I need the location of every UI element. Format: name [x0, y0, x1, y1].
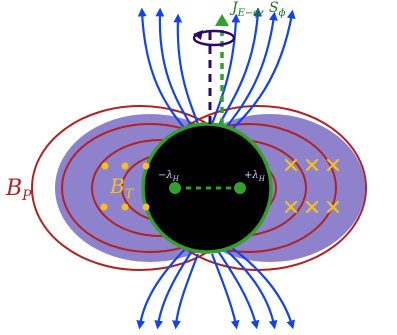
toroidal-crosses-right — [284, 158, 340, 214]
cross-into-page-icon — [326, 200, 340, 214]
toroidal-dots-left — [100, 162, 150, 211]
jet-flux-label: JE−ϕ, Sϕ — [229, 0, 286, 19]
field-line — [155, 7, 193, 128]
charge-left-dot — [169, 182, 181, 194]
dot-out-of-page-icon — [142, 162, 150, 170]
field-line — [217, 7, 263, 128]
cross-into-page-icon — [326, 158, 340, 172]
cross-into-page-icon — [284, 200, 298, 214]
toroidal-field-label: BT — [109, 174, 135, 202]
cross-into-page-icon — [305, 200, 319, 214]
field-lines-top — [137, 7, 296, 134]
dot-out-of-page-icon — [100, 203, 108, 211]
field-line — [154, 250, 193, 330]
field-line — [173, 13, 200, 125]
charge-right-label: +λH — [244, 170, 266, 183]
field-line — [137, 7, 187, 131]
cross-into-page-icon — [284, 158, 298, 172]
field-line — [223, 247, 278, 330]
field-line — [217, 250, 260, 330]
field-line — [227, 9, 296, 134]
cross-into-page-icon — [305, 158, 319, 172]
field-line — [210, 253, 240, 330]
field-line — [172, 253, 200, 330]
rotation-arrow-icon — [192, 29, 236, 47]
field-line — [223, 11, 278, 131]
dot-out-of-page-icon — [121, 203, 129, 211]
dot-out-of-page-icon — [121, 162, 129, 170]
poloidal-field-label: BP — [5, 176, 32, 204]
dot-out-of-page-icon — [142, 203, 150, 211]
charge-left-label: −λH — [158, 170, 180, 183]
field-lines-bottom — [136, 244, 295, 330]
jet-arrow-head-icon — [215, 14, 229, 26]
dot-out-of-page-icon — [101, 162, 109, 170]
charge-right-dot — [234, 182, 246, 194]
field-line — [210, 13, 241, 125]
field-line — [136, 247, 187, 330]
field-line — [227, 244, 295, 330]
